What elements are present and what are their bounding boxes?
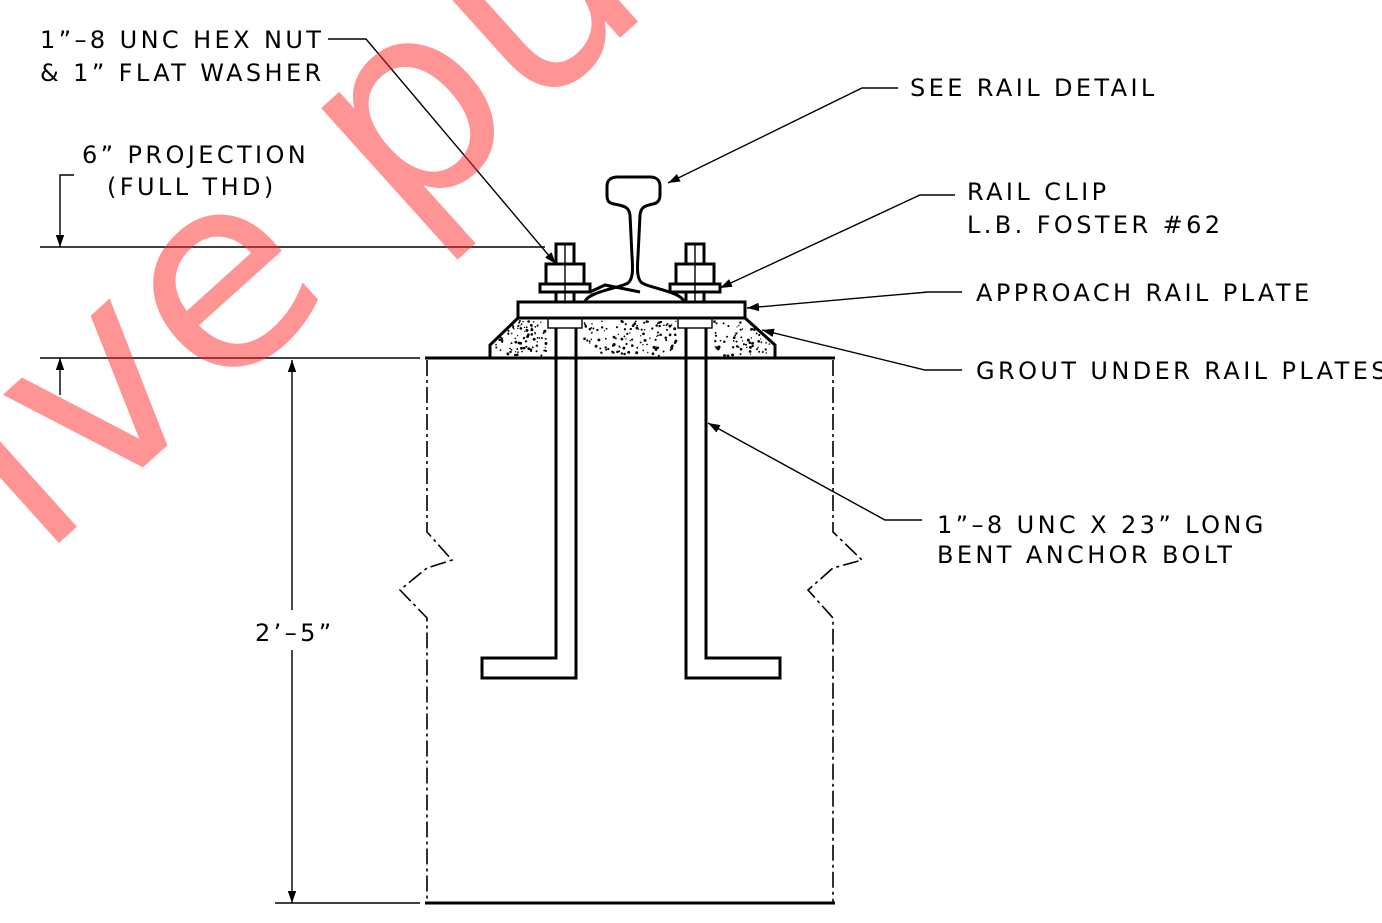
full-thread-label: (FULL THD) <box>107 173 277 201</box>
rail-plate-leader <box>746 291 962 312</box>
anchor-bolt-right <box>668 242 782 680</box>
anchor-bolt-left <box>480 242 592 680</box>
anchor-bolt-size-label: 1”–8 UNC X 23” LONG <box>937 511 1267 539</box>
grout-leader <box>761 328 962 371</box>
hex-nut-label: 1”–8 UNC HEX NUT <box>40 26 324 54</box>
projection-dimension <box>40 174 545 395</box>
grout-label: GROUT UNDER RAIL PLATES <box>976 357 1382 385</box>
approach-rail-plate <box>516 300 747 320</box>
anchor-bolt-type-label: BENT ANCHOR BOLT <box>937 541 1235 569</box>
depth-dimension-label: 2’–5” <box>255 619 335 647</box>
rail-clip-part-label: L.B. FOSTER #62 <box>967 211 1223 239</box>
grout-pad <box>488 316 777 358</box>
anchor-bolt-leader <box>707 422 922 521</box>
svg-text:ive pu: ive pu <box>0 0 699 608</box>
rail-clip-label: RAIL CLIP <box>967 178 1109 206</box>
depth-dimension <box>275 360 420 904</box>
rail-clip-leader <box>719 194 955 289</box>
rail-detail-leader <box>667 87 898 184</box>
rail-clip <box>589 283 641 294</box>
flat-washer-label: & 1” FLAT WASHER <box>40 59 325 87</box>
concrete-pier <box>398 356 864 905</box>
approach-rail-plate-label: APPROACH RAIL PLATE <box>976 279 1313 307</box>
hex-nut-leader <box>328 38 557 265</box>
see-rail-detail-label: SEE RAIL DETAIL <box>910 74 1158 102</box>
projection-label: 6” PROJECTION <box>82 141 309 169</box>
rail-section <box>583 175 686 304</box>
watermark: ive pu <box>0 0 699 608</box>
